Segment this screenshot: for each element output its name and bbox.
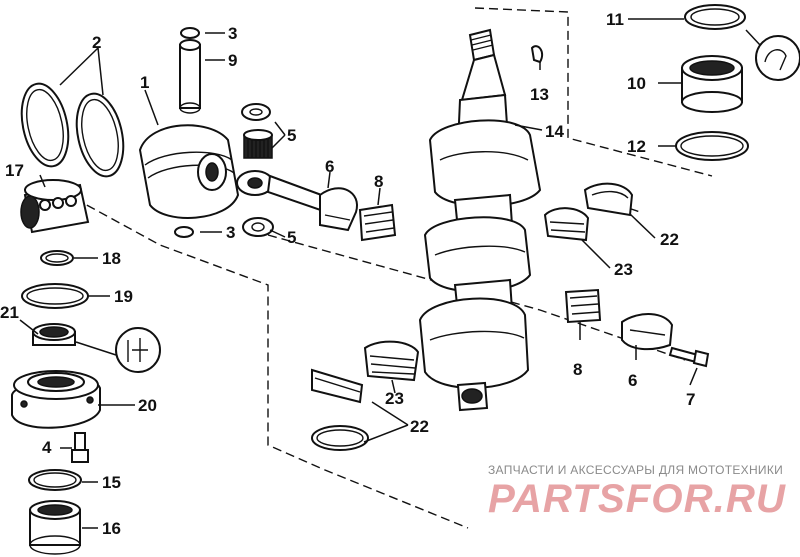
callout-1: 1 [140,73,149,92]
screw [71,432,89,463]
wrist-pin [179,39,201,114]
bearing-housing [11,370,101,429]
crankshaft [418,28,542,412]
callout-6-top: 6 [325,157,334,176]
sleeve [29,500,81,555]
callout-3-top: 3 [228,24,237,43]
callout-17: 17 [5,161,24,180]
callout-9: 9 [228,51,237,70]
rod-bolt [668,346,710,368]
callout-2: 2 [92,33,101,52]
callout-numbers: 2 1 3 9 5 6 8 3 5 11 10 13 14 12 22 23 8… [0,10,695,538]
callout-14: 14 [545,122,564,141]
callout-7: 7 [686,390,695,409]
callout-23-right: 23 [614,260,633,279]
callout-23-left: 23 [385,389,404,408]
callout-5-top: 5 [287,126,296,145]
connecting-rod [236,170,358,232]
o-ring-lower [28,469,82,491]
bearing-cages [363,207,590,382]
callout-3-bottom: 3 [226,223,235,242]
callout-12: 12 [627,137,646,156]
woodruff-key [530,45,544,64]
rod-cap [621,313,674,351]
watermark-logo: PARTSFOR.RU [488,477,786,521]
callout-8-top: 8 [374,172,383,191]
piston-rings [20,82,125,178]
watermark: ЗАПЧАСТИ И АКСЕССУАРЫ ДЛЯ МОТОТЕХНИКИ PA… [488,463,786,521]
piston [138,124,240,219]
bearing-cage-upper-right [583,182,634,217]
rings-left [21,250,89,309]
callout-8-bottom: 8 [573,360,582,379]
callout-22-left: 22 [410,417,429,436]
callout-20: 20 [138,396,157,415]
thrust-washers-and-bearing [241,103,274,237]
o-ring-right [675,131,749,161]
bearing-halves [358,203,602,324]
callout-6-bottom: 6 [628,371,637,390]
callout-5-bottom: 5 [287,228,296,247]
oil-seal [32,323,161,373]
callout-4: 4 [42,438,52,457]
bearing-half-lower [311,368,369,451]
retaining-ring-top [684,4,800,81]
ball-bearing [20,179,90,234]
callout-19: 19 [114,287,133,306]
callout-21: 21 [0,303,19,322]
roller-bearing [681,55,743,113]
callout-10: 10 [627,74,646,93]
leader-lines [19,18,698,529]
callout-18: 18 [102,249,121,268]
callout-16: 16 [102,519,121,538]
callout-11: 11 [606,10,624,29]
callout-15: 15 [102,473,121,492]
retaining-rings [174,27,200,238]
watermark-tagline: ЗАПЧАСТИ И АКСЕССУАРЫ ДЛЯ МОТОТЕХНИКИ [488,463,783,477]
callout-22-right: 22 [660,230,679,249]
callout-13: 13 [530,85,549,104]
